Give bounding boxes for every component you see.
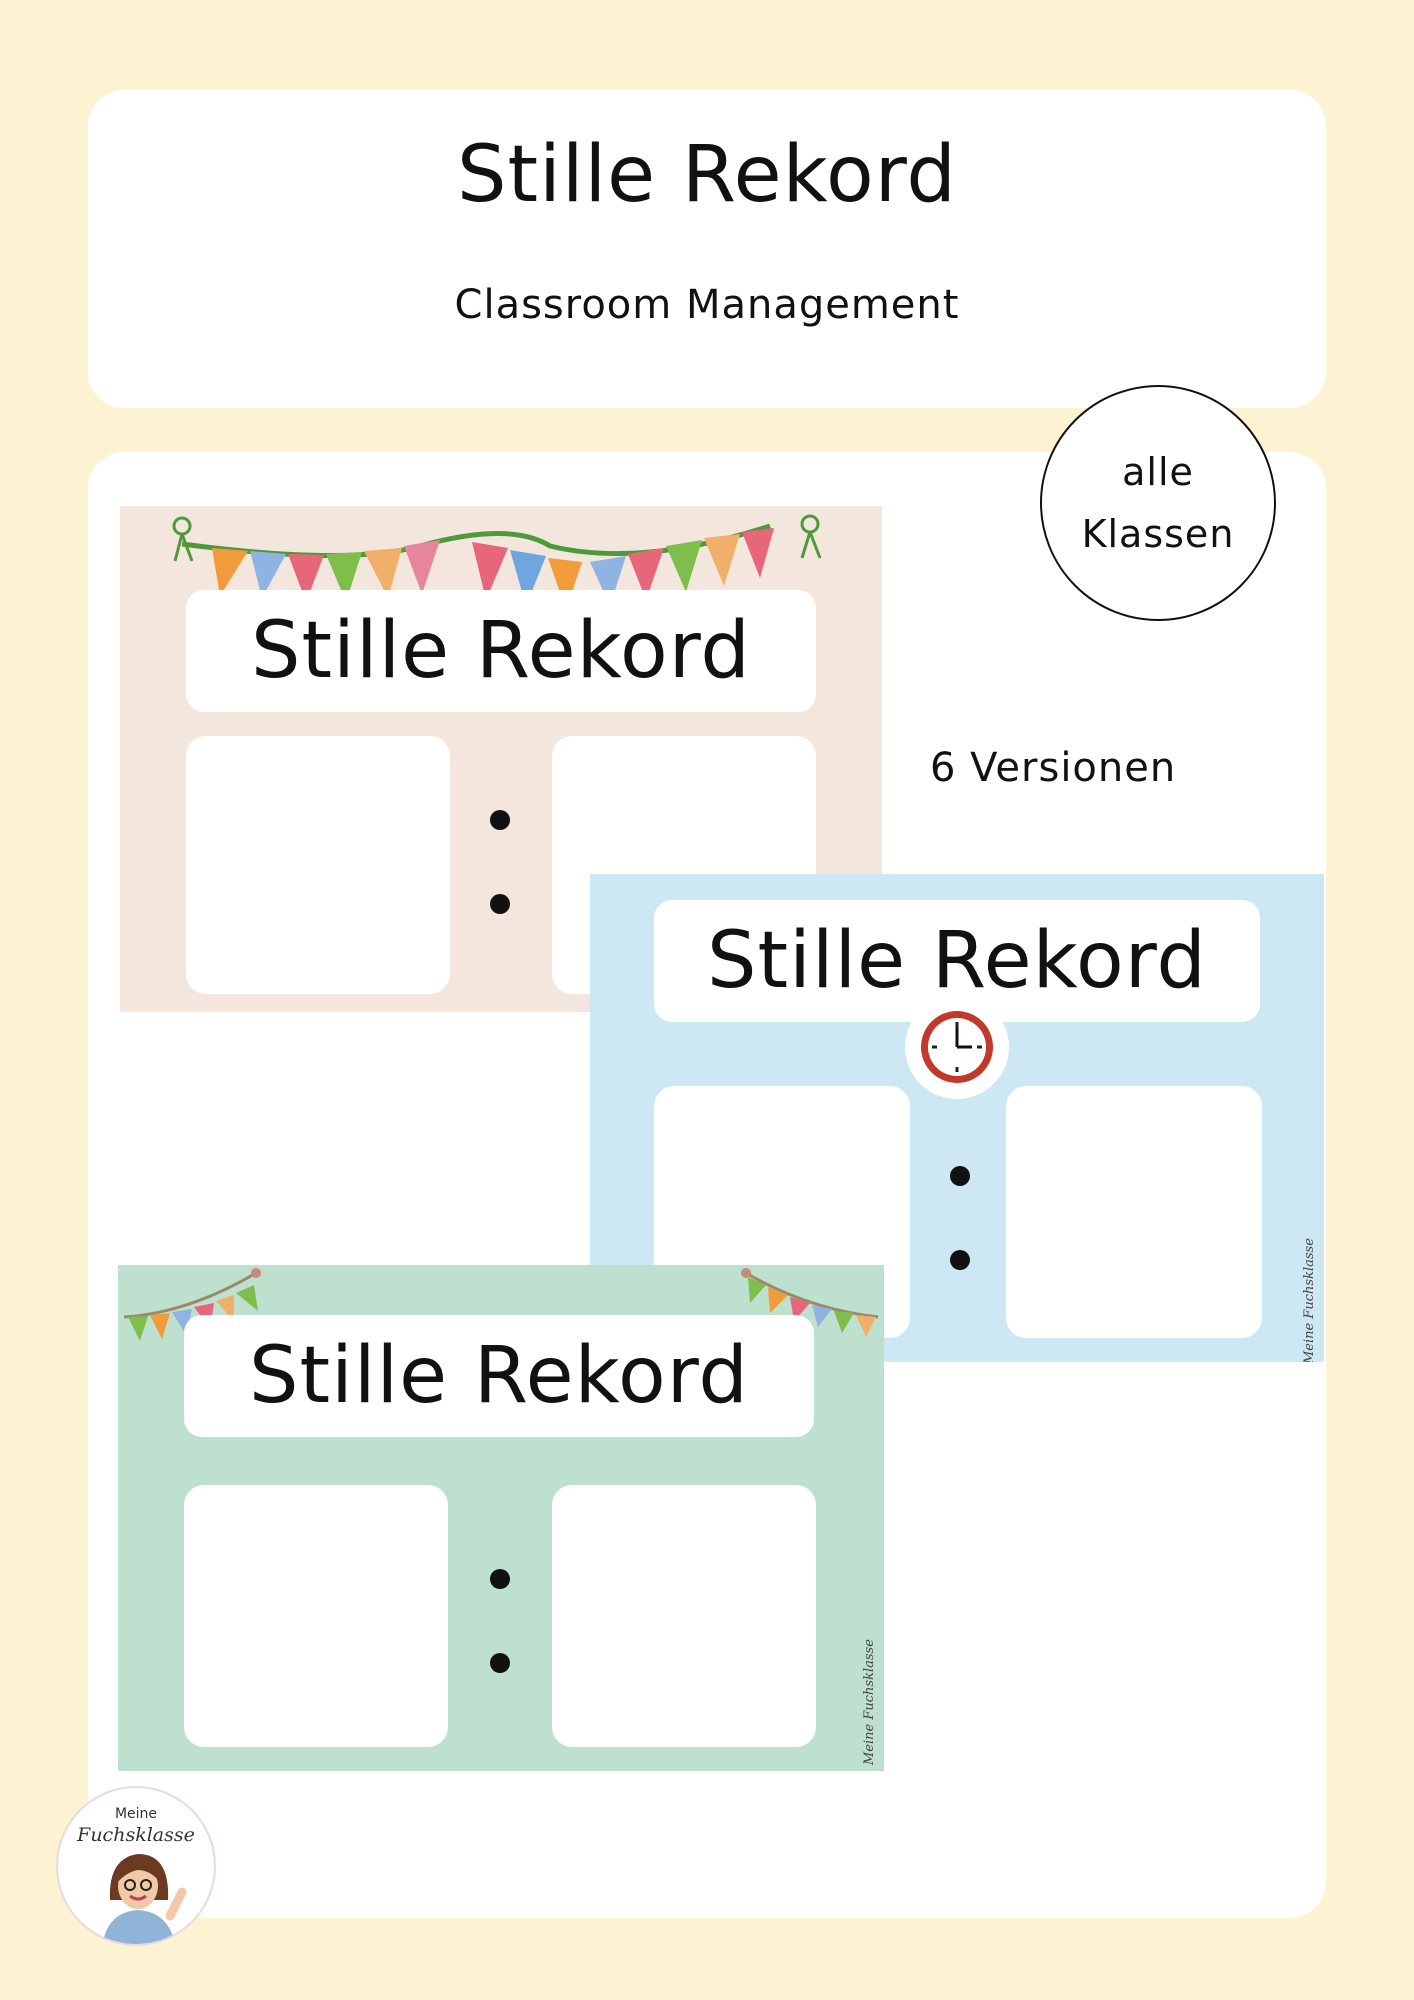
card-signature: Meine Fuchsklasse bbox=[862, 1639, 877, 1765]
page-subtitle: Classroom Management bbox=[454, 282, 960, 328]
title-panel bbox=[88, 90, 1326, 408]
seconds-box bbox=[552, 1485, 816, 1747]
card-title: Stille Rekord bbox=[251, 606, 751, 696]
colon-dot bbox=[490, 894, 510, 914]
brand-logo: Meine Fuchsklasse bbox=[56, 1786, 216, 1946]
grade-badge: alle Klassen bbox=[1040, 385, 1276, 621]
colon-dot bbox=[950, 1166, 970, 1186]
seconds-box bbox=[1006, 1086, 1262, 1338]
colon-dot bbox=[490, 810, 510, 830]
card-title: Stille Rekord bbox=[707, 916, 1207, 1006]
minutes-box bbox=[186, 736, 450, 994]
logo-text-line1: Meine bbox=[114, 1806, 158, 1822]
colon-dot bbox=[950, 1250, 970, 1270]
logo-text-line2: Fuchsklasse bbox=[77, 1824, 195, 1846]
grade-badge-line1: alle bbox=[1122, 450, 1194, 494]
card-title: Stille Rekord bbox=[249, 1331, 749, 1421]
card-title-box: Stille Rekord bbox=[654, 900, 1260, 1022]
minutes-box bbox=[184, 1485, 448, 1747]
preview-card-green: Stille Rekord Meine Fuchsklasse bbox=[118, 1265, 884, 1771]
bunting-icon bbox=[123, 1268, 879, 1341]
avatar-icon bbox=[102, 1854, 187, 1944]
bunting-icon bbox=[172, 514, 822, 610]
card-title-box: Stille Rekord bbox=[184, 1315, 814, 1437]
card-signature: Meine Fuchsklasse bbox=[1302, 1238, 1317, 1362]
clock-icon bbox=[905, 995, 1009, 1099]
colon-dot bbox=[490, 1569, 510, 1589]
page-title: Stille Rekord bbox=[457, 130, 957, 220]
colon-dot bbox=[490, 1653, 510, 1673]
card-title-box: Stille Rekord bbox=[186, 590, 816, 712]
grade-badge-line2: Klassen bbox=[1081, 512, 1235, 556]
versions-label: 6 Versionen bbox=[930, 745, 1177, 791]
